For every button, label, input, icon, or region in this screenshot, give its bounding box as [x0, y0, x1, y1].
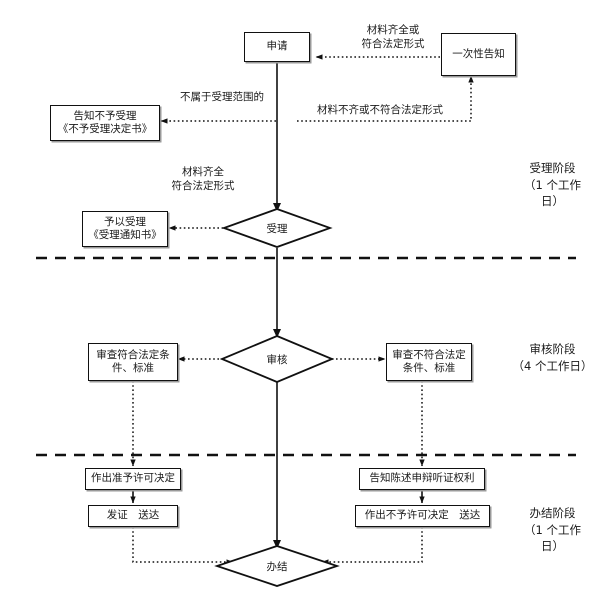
node-accept-label: 受理: [266, 222, 288, 235]
node-review-diamond[interactable]: 审核: [222, 336, 332, 382]
node-notify-reject-accept-line1: 告知不予受理: [73, 109, 137, 122]
node-review-pass-line1: 审查符合法定条: [96, 348, 170, 361]
stage-label-completion: 办结阶段 （1 个工作 日）: [505, 505, 600, 555]
node-deny-permit-decision[interactable]: 作出不予许可决定 送达: [355, 505, 490, 527]
node-grant-permit-decision[interactable]: 作出准予许可决定: [85, 468, 181, 490]
node-apply[interactable]: 申请: [244, 32, 310, 62]
stage-label-acceptance: 受理阶段 （1 个工作 日）: [505, 160, 600, 210]
node-grant-accept[interactable]: 予以受理 《受理通知书》: [82, 211, 168, 247]
node-apply-label: 申请: [266, 40, 288, 53]
node-issue-deliver[interactable]: 发证 送达: [88, 505, 178, 527]
stage-label-acceptance-line1: 受理阶段: [529, 161, 576, 175]
edge-label-materials-complete-or-legal: 材料齐全或 符合法定形式: [338, 24, 448, 51]
node-notify-rights-label: 告知陈述申辩听证权利: [369, 472, 475, 485]
stage-label-completion-line3: 日）: [541, 539, 564, 554]
node-complete-diamond[interactable]: 办结: [217, 546, 337, 586]
edge-label-materials-complete-legal: 材料齐全 符合法定形式: [148, 166, 258, 193]
stage-label-acceptance-line3: 日）: [541, 194, 564, 209]
node-accept-diamond[interactable]: 受理: [224, 209, 330, 247]
edge-label-materials-complete-or-legal-line1: 材料齐全或: [366, 24, 420, 36]
node-issue-deliver-label: 发证 送达: [106, 509, 160, 522]
node-review-label: 审核: [266, 353, 288, 366]
stage-label-review: 审核阶段 （4 个工作日）: [505, 341, 600, 374]
stage-label-review-line2: （4 个工作日）: [512, 358, 593, 373]
node-complete-label: 办结: [266, 560, 288, 573]
edge-label-materials-complete-or-legal-line2: 符合法定形式: [361, 37, 425, 50]
edge-denydec-to-complete: [321, 527, 423, 565]
node-one-time-notice[interactable]: 一次性告知: [441, 33, 516, 76]
edge-label-materials-complete-legal-line1: 材料齐全: [182, 166, 224, 178]
node-review-fail[interactable]: 审查不符合法定 条件、标准: [386, 343, 472, 381]
edge-label-not-in-scope: 不属于受理范围的: [167, 91, 277, 105]
stage-label-completion-line2: （1 个工作: [524, 522, 581, 537]
node-notify-reject-accept-line2: 《不予受理决定书》: [57, 123, 153, 135]
node-review-label-wrap: 审核: [222, 336, 332, 382]
node-deny-permit-decision-label: 作出不予许可决定 送达: [364, 509, 481, 522]
edge-label-not-in-scope-line1: 不属于受理范围的: [180, 91, 264, 103]
node-complete-label-wrap: 办结: [217, 546, 337, 586]
node-review-pass[interactable]: 审查符合法定条 件、标准: [88, 343, 178, 381]
node-grant-accept-line1: 予以受理: [104, 215, 146, 228]
stage-label-acceptance-line2: （1 个工作: [524, 177, 581, 192]
stage-label-review-line1: 审核阶段: [529, 342, 576, 356]
edge-label-materials-incomplete-line1: 材料不齐或不符合法定形式: [317, 104, 443, 116]
node-grant-permit-decision-label: 作出准予许可决定: [91, 472, 175, 485]
node-notify-rights[interactable]: 告知陈述申辩听证权利: [359, 468, 485, 490]
node-notify-reject-accept[interactable]: 告知不予受理 《不予受理决定书》: [50, 105, 160, 141]
node-one-time-notice-label: 一次性告知: [452, 47, 505, 60]
node-grant-accept-line2: 《受理通知书》: [88, 229, 162, 241]
edge-label-materials-incomplete: 材料不齐或不符合法定形式: [300, 104, 460, 118]
node-accept-label-wrap: 受理: [224, 209, 330, 247]
edge-label-materials-complete-legal-line2: 符合法定形式: [171, 179, 235, 192]
node-review-pass-line2: 件、标准: [112, 362, 154, 374]
node-review-fail-line2: 条件、标准: [402, 362, 456, 374]
stage-label-completion-line1: 办结阶段: [529, 506, 576, 520]
node-review-fail-line1: 审查不符合法定: [392, 348, 466, 361]
